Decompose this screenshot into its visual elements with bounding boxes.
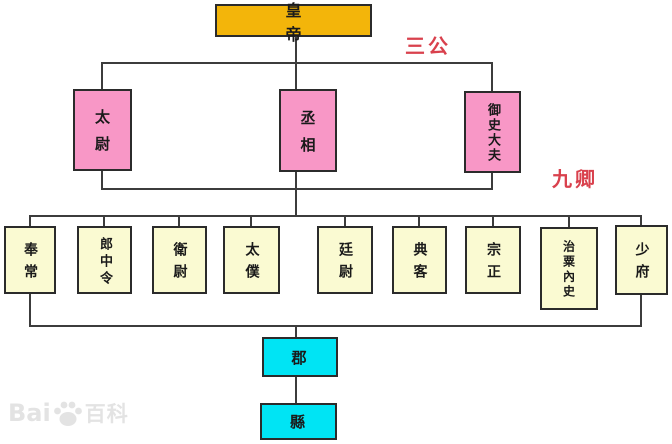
connector-line <box>491 173 493 188</box>
connector-line <box>295 172 297 188</box>
connector-line <box>640 295 642 325</box>
node-emperor: 皇帝 <box>215 1 372 44</box>
node-jun: 郡 <box>262 337 338 377</box>
node-tingwei: 廷尉 <box>317 226 373 294</box>
label-sangong: 三公 <box>405 34 451 58</box>
node-weiwei: 衛尉 <box>152 226 207 294</box>
connector-line <box>295 377 297 403</box>
node-zongzheng: 宗正 <box>465 226 521 294</box>
baidu-watermark: Bai 百科 <box>8 398 129 428</box>
node-xian: 縣 <box>260 403 337 440</box>
label-jiuqing: 九卿 <box>552 167 598 191</box>
connector-line <box>344 215 346 226</box>
baidu-paw-icon <box>53 401 82 426</box>
node-shaofu: 少府 <box>615 225 668 295</box>
node-taipu: 太僕 <box>223 226 280 294</box>
connector-line <box>29 325 642 327</box>
node-chengxiang: 丞相 <box>279 89 337 172</box>
connector-line <box>101 62 103 89</box>
connector-line <box>29 215 642 217</box>
node-taiwei: 太尉 <box>73 89 132 171</box>
connector-line <box>29 215 31 226</box>
connector-line <box>492 215 494 226</box>
connector-line <box>418 215 420 226</box>
node-zhisuneishi: 治粟內史 <box>540 227 598 310</box>
connector-line <box>101 188 493 190</box>
connector-line <box>491 62 493 91</box>
connector-line <box>103 215 105 226</box>
connector-line <box>295 325 297 337</box>
connector-line <box>568 215 570 227</box>
watermark-suffix: 百科 <box>84 402 129 426</box>
node-fengchang: 奉常 <box>4 226 56 294</box>
node-dianke: 典客 <box>392 226 447 294</box>
watermark-prefix: Bai <box>8 399 51 427</box>
connector-line <box>295 188 297 215</box>
node-langzhongling: 郎中令 <box>77 226 132 294</box>
connector-line <box>101 62 493 64</box>
node-yushidafu: 御史大夫 <box>464 91 521 173</box>
connector-line <box>640 215 642 225</box>
connector-line <box>29 294 31 325</box>
connector-line <box>250 215 252 226</box>
connector-line <box>178 215 180 226</box>
connector-line <box>101 171 103 188</box>
